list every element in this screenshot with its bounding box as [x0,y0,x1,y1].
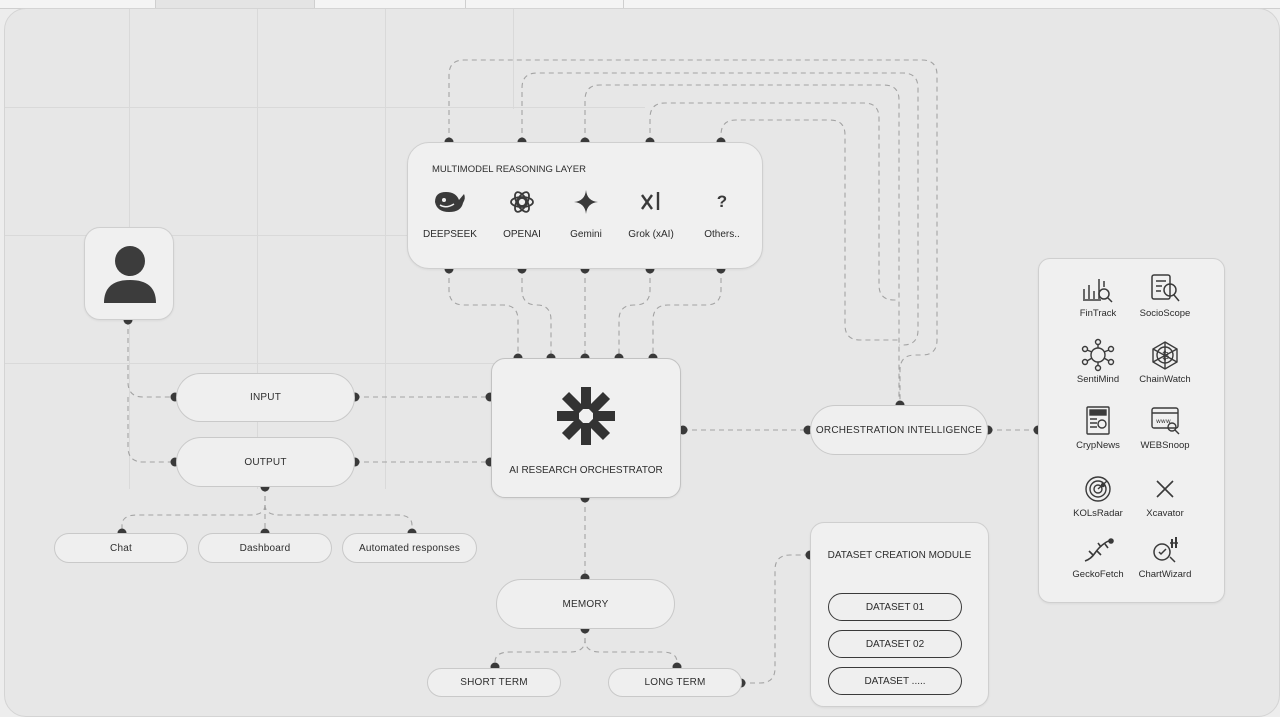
svg-text:www: www [1156,418,1171,425]
output-automated-label: Automated responses [358,542,461,554]
tool-name: Xcavator [1146,508,1184,519]
ai-research-orchestrator[interactable]: AI RESEARCH ORCHESTRATOR [491,358,681,498]
tab-strip-segment [315,0,466,8]
brain-network-icon [1065,338,1131,372]
document-magnifier-icon [1132,272,1198,306]
dataset-item-label: DATASET 02 [865,638,925,650]
output-dashboard-label: Dashboard [239,542,291,554]
dataset-item-label: DATASET ..... [864,675,926,687]
tool-name: KOLsRadar [1073,508,1123,519]
tool-chainwatch[interactable]: ₿ ChainWatch [1132,338,1198,385]
output-automated-responses[interactable]: Automated responses [342,533,477,563]
chart-wizard-icon [1132,533,1198,567]
model-others[interactable]: ? Others.. [687,187,757,240]
tool-name: ChartWizard [1138,569,1192,580]
tool-name: SentiMind [1076,374,1120,385]
tool-name: ChainWatch [1139,374,1191,385]
grid-line [5,363,505,364]
model-gemini[interactable]: Gemini [551,187,621,240]
tool-geckofetch[interactable]: GeckoFetch [1065,533,1131,580]
reasoning-layer-title: MULTIMODEL REASONING LAYER [432,164,586,175]
svg-text:₿: ₿ [1162,350,1169,362]
user-card[interactable] [84,227,174,320]
tool-kolsradar[interactable]: KOLsRadar [1065,472,1131,519]
asterisk-logo-icon [557,387,615,445]
tool-fintrack[interactable]: FinTrack [1065,272,1131,319]
grid-line [257,9,258,489]
long-term-label: LONG TERM [644,677,706,688]
memory-label: MEMORY [562,598,609,610]
model-name: DEEPSEEK [423,229,477,240]
model-openai[interactable]: OPENAI [487,187,557,240]
gecko-icon [1065,533,1131,567]
openai-knot-icon [487,187,557,217]
short-term-label: SHORT TERM [460,677,528,688]
model-grok[interactable]: Grok (xAI) [616,187,686,240]
tab-strip-segment [0,0,156,8]
orchestration-label: ORCHESTRATION INTELLIGENCE [815,424,983,436]
orchestrator-title: AI RESEARCH ORCHESTRATOR [509,465,663,476]
tool-socioscope[interactable]: SocioScope [1132,272,1198,319]
input-label: INPUT [250,392,281,403]
gemini-sparkle-icon [551,187,621,217]
dataset-module-title: DATASET CREATION MODULE [827,550,972,561]
multimodel-reasoning-layer: MULTIMODEL REASONING LAYER DEEPSEEK OPEN… [407,142,763,269]
grid-line [5,107,645,108]
output-dashboard[interactable]: Dashboard [198,533,332,563]
output-chat-label: Chat [110,542,132,554]
dataset-item[interactable]: DATASET 02 [828,630,962,658]
chart-magnifier-icon [1065,272,1131,306]
tool-websnoop[interactable]: www WEBSnoop [1132,404,1198,451]
question-mark-icon: ? [716,192,728,211]
output-chat[interactable]: Chat [54,533,188,563]
tool-name: FinTrack [1079,308,1117,319]
output-label: OUTPUT [244,456,287,468]
tool-chartwizard[interactable]: ChartWizard [1132,533,1198,580]
x-logo-icon [1132,472,1198,506]
tool-crypnews[interactable]: CrypNews [1065,404,1131,451]
model-deepseek[interactable]: DEEPSEEK [415,187,485,240]
dataset-item[interactable]: DATASET 01 [828,593,962,621]
newspaper-icon [1065,404,1131,438]
grid-line [513,9,514,109]
tool-name: CrypNews [1076,440,1120,451]
web-window-icon: www [1132,404,1198,438]
radar-icon [1065,472,1131,506]
memory-node[interactable]: MEMORY [496,579,675,629]
model-name: Others.. [704,229,740,240]
short-term-memory[interactable]: SHORT TERM [427,668,561,697]
model-name: Grok (xAI) [628,229,674,240]
grok-xai-icon [616,187,686,217]
tool-name: GeckoFetch [1072,569,1124,580]
deepseek-whale-icon [415,187,485,217]
output-node[interactable]: OUTPUT [176,437,355,487]
tool-xcavator[interactable]: Xcavator [1132,472,1198,519]
dataset-item[interactable]: DATASET ..... [828,667,962,695]
long-term-memory[interactable]: LONG TERM [608,668,742,697]
tab-strip-segment [466,0,624,8]
tool-sentimind[interactable]: SentiMind [1065,338,1131,385]
grid-line [5,235,505,236]
tools-panel [1038,258,1225,603]
grid-line [385,9,386,489]
dataset-item-label: DATASET 01 [865,601,925,613]
tool-name: SocioScope [1139,308,1191,319]
input-node[interactable]: INPUT [176,373,355,422]
tab-strip-segment [156,0,315,8]
tool-name: WEBSnoop [1140,440,1190,451]
model-name: OPENAI [503,229,541,240]
bitcoin-network-icon: ₿ [1132,338,1198,372]
model-name: Gemini [570,229,602,240]
orchestration-intelligence[interactable]: ORCHESTRATION INTELLIGENCE [810,405,988,455]
user-icon [104,246,156,303]
